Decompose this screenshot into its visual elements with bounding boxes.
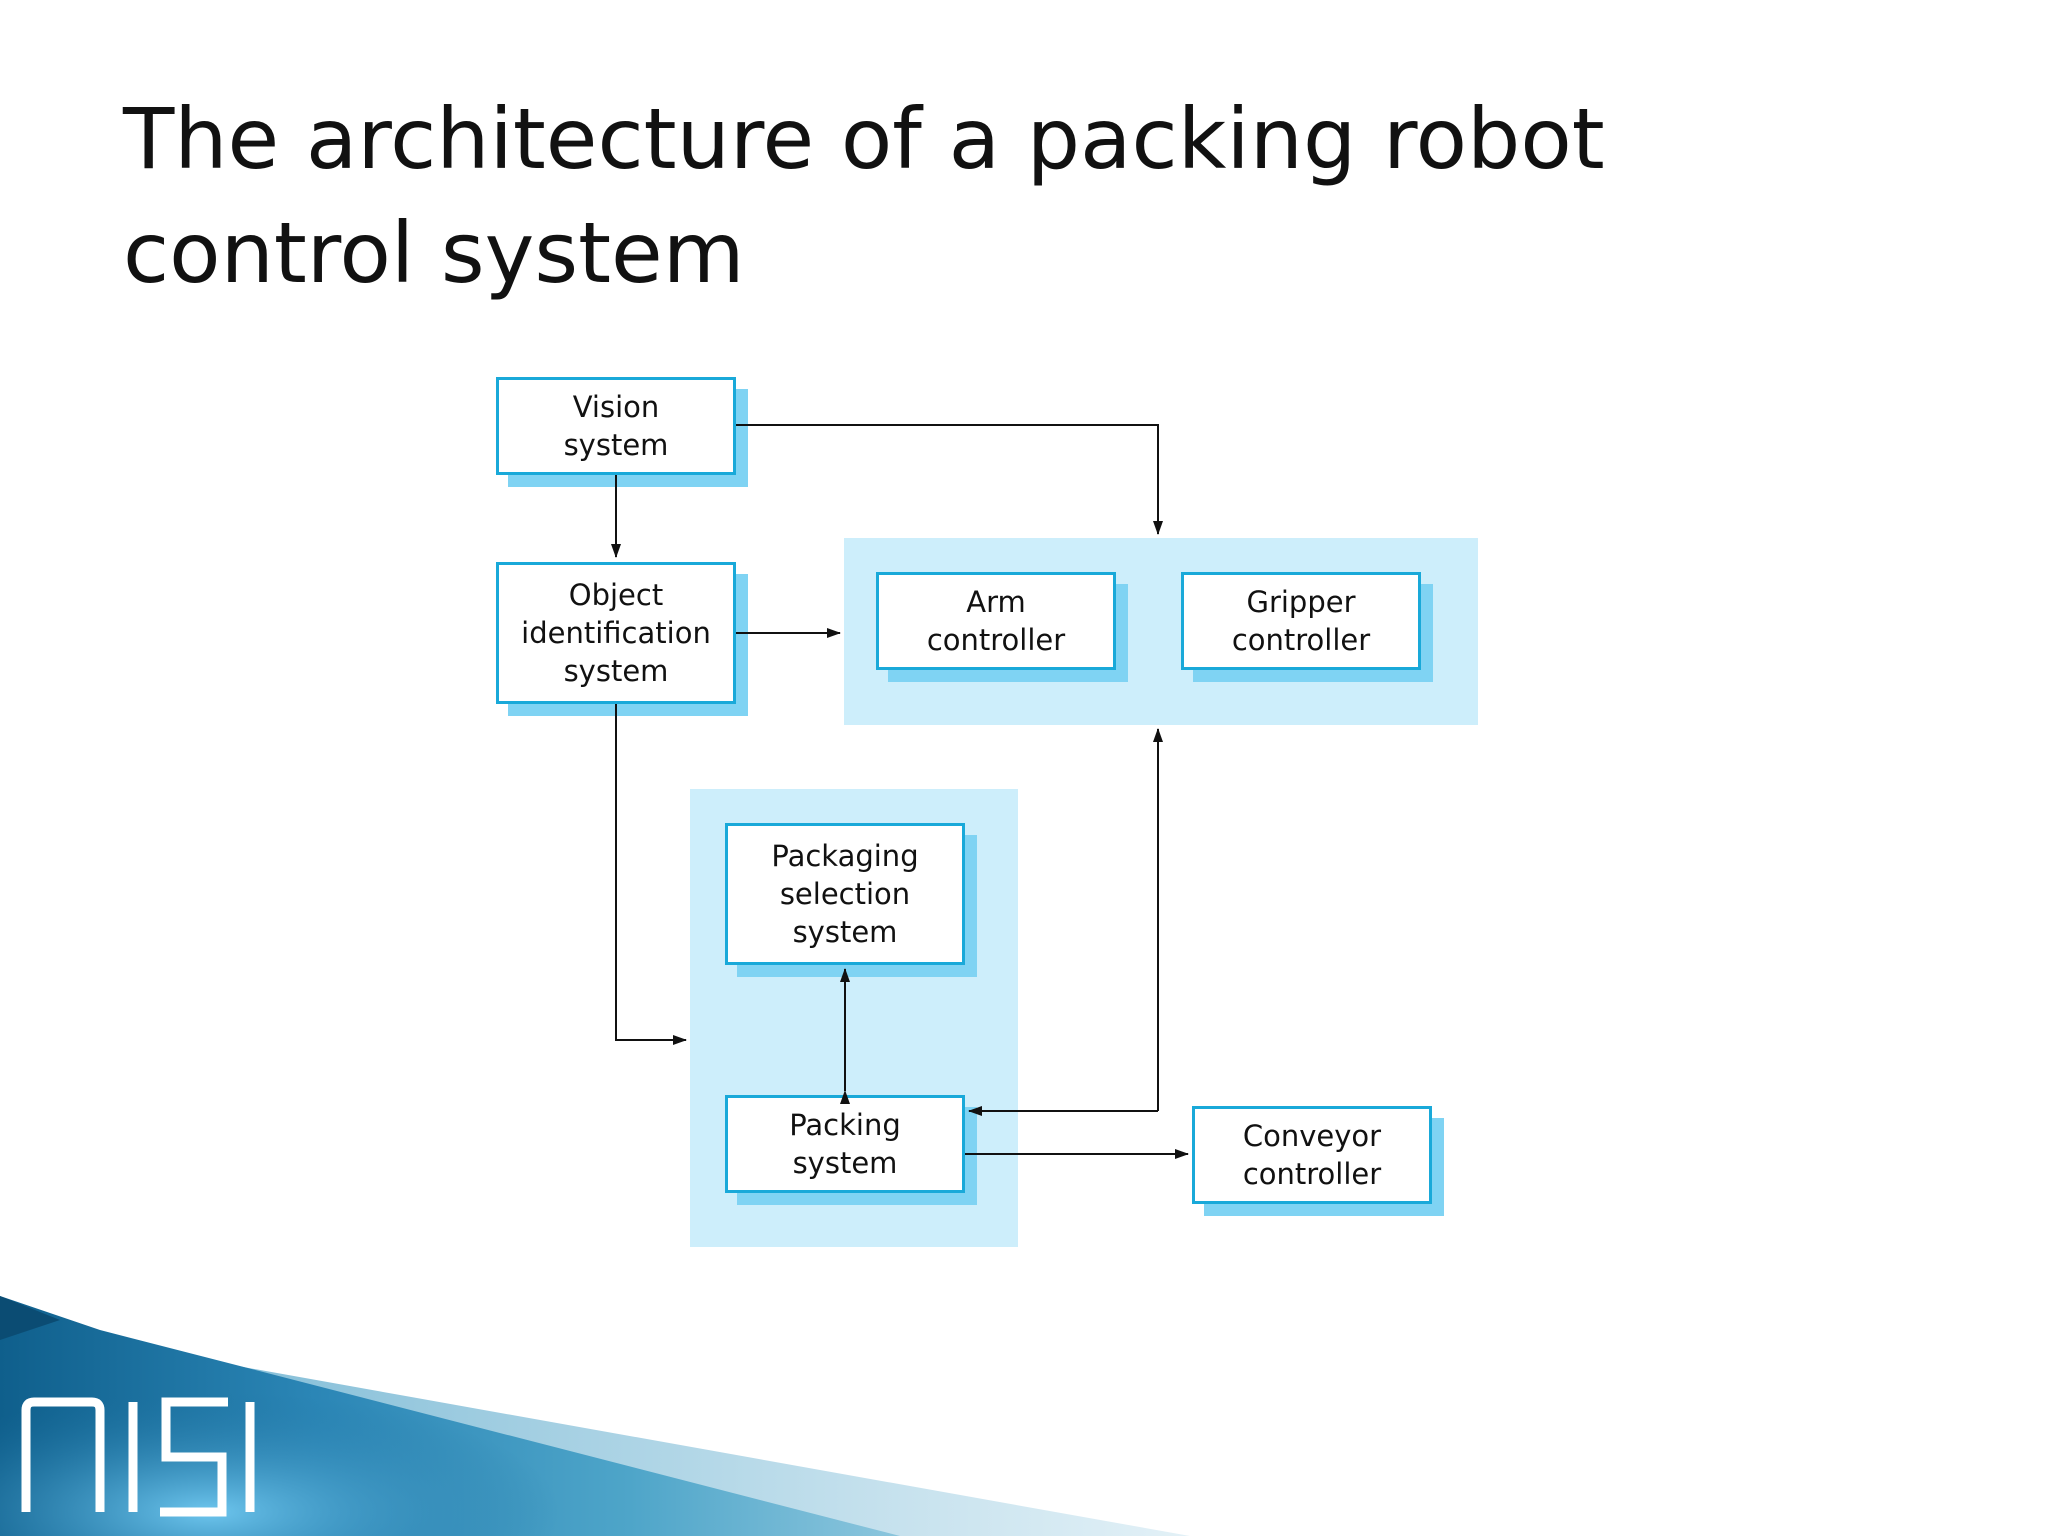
packing-system-box: Packing system (725, 1095, 965, 1193)
object-identification-box: Object identification system (496, 562, 736, 704)
arrow-object-id-to-packing-group (615, 704, 687, 1045)
packaging-selection-box: Packaging selection system (725, 823, 965, 965)
nisi-logo (21, 1397, 255, 1517)
arm-controller-box: Arm controller (876, 572, 1116, 670)
vision-system-box: Vision system (496, 377, 736, 475)
slide-title: The architecture of a packing robot cont… (123, 90, 1605, 302)
gripper-controller-box: Gripper controller (1181, 572, 1421, 670)
arrow-vision-to-controllers (736, 424, 1163, 535)
conveyor-controller-box: Conveyor controller (1192, 1106, 1432, 1204)
